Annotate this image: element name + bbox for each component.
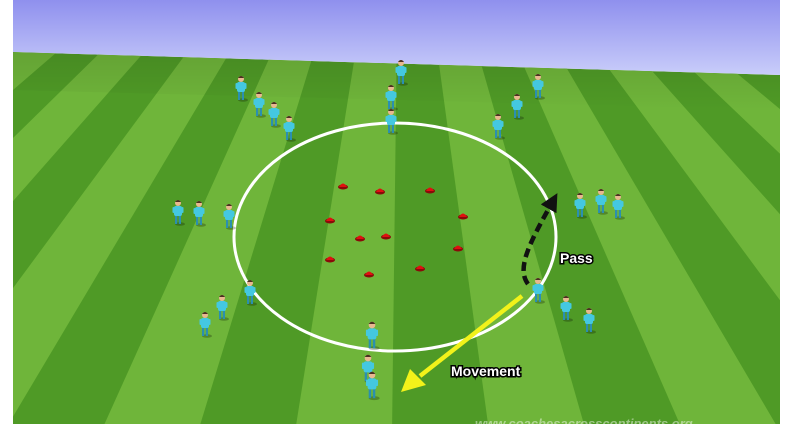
grass-stripe xyxy=(524,67,776,424)
cone xyxy=(382,233,390,237)
cone xyxy=(376,188,384,192)
watermark: www.coachesacrosscontinents.org xyxy=(475,416,693,431)
player xyxy=(595,189,608,215)
cone xyxy=(416,265,424,269)
cone xyxy=(326,256,334,260)
cones-group xyxy=(325,183,468,278)
grass-stripe xyxy=(13,54,141,424)
player xyxy=(532,74,545,100)
player xyxy=(574,193,587,219)
cone xyxy=(356,235,364,239)
player xyxy=(193,201,206,227)
sky xyxy=(13,0,780,75)
player xyxy=(216,295,229,321)
player xyxy=(223,204,236,230)
grass-stripe xyxy=(13,57,227,424)
player xyxy=(385,109,398,135)
player xyxy=(235,76,248,102)
movement-label: Movement xyxy=(451,363,521,379)
cone xyxy=(426,187,434,191)
player xyxy=(268,102,281,128)
pass-arrow xyxy=(521,193,558,286)
player xyxy=(365,371,380,401)
player xyxy=(560,296,573,322)
player xyxy=(532,278,545,304)
cone xyxy=(454,245,462,249)
cone xyxy=(326,217,334,221)
horizon-shade xyxy=(13,52,780,110)
player xyxy=(244,280,257,306)
players-group xyxy=(172,60,625,401)
cone xyxy=(365,271,373,275)
player xyxy=(583,308,596,334)
cone xyxy=(339,183,347,187)
player xyxy=(283,116,296,142)
grass-stripe xyxy=(104,59,312,424)
grass-stripe xyxy=(439,64,584,424)
player xyxy=(365,321,380,351)
pass-label: Pass xyxy=(560,250,593,266)
player xyxy=(172,200,185,226)
grass-field xyxy=(13,52,780,424)
movement-arrow xyxy=(401,294,524,392)
player xyxy=(511,94,524,120)
grass-stripe xyxy=(609,69,780,424)
player xyxy=(253,92,266,118)
cone xyxy=(459,213,467,217)
player xyxy=(612,194,625,220)
player xyxy=(395,60,408,86)
player xyxy=(492,114,505,140)
player xyxy=(199,312,212,338)
